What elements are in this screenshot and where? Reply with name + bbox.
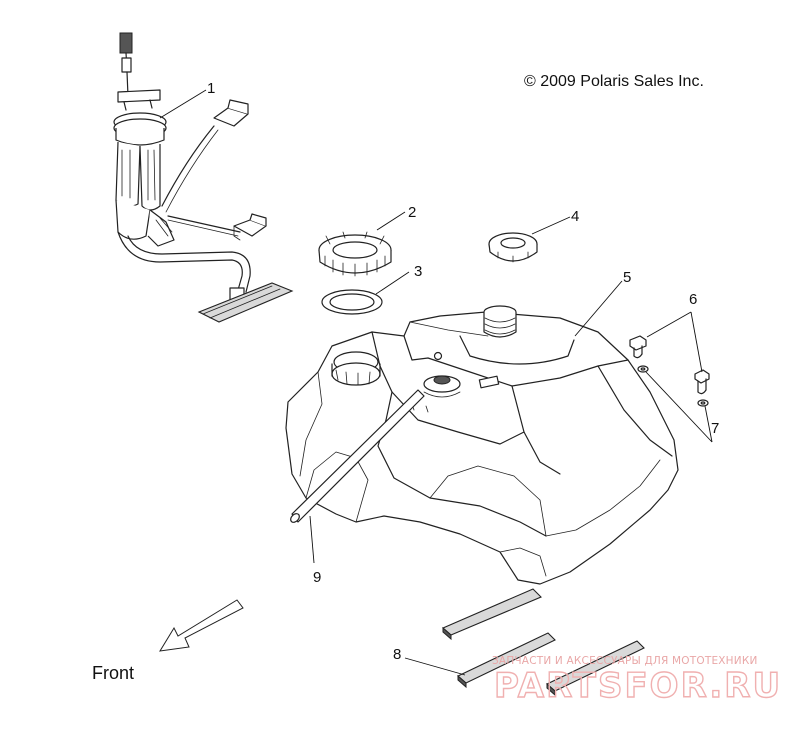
front-label: Front [92, 663, 134, 683]
fuel-pump-assembly [113, 32, 294, 323]
leader-lines [159, 89, 713, 676]
callout-6: 6 [689, 291, 697, 308]
callout-1: 1 [207, 80, 215, 97]
fuel-cap [488, 232, 538, 263]
callout-3: 3 [414, 263, 422, 280]
callout-7: 7 [711, 420, 719, 437]
callout-5: 5 [623, 269, 631, 286]
callout-4: 4 [571, 208, 579, 225]
callout-8: 8 [393, 646, 401, 663]
bolts-and-washers [629, 335, 710, 407]
fuel-tank [285, 305, 679, 585]
front-arrow-icon [159, 599, 244, 652]
seal-ring [321, 289, 383, 315]
vent-hose [290, 389, 425, 523]
copyright-notice: © 2009 Polaris Sales Inc. [524, 73, 704, 90]
callout-9: 9 [313, 569, 321, 586]
watermark-tagline: ЗАПЧАСТИ И АКСЕССУАРЫ ДЛЯ МОТОТЕХНИКИ [492, 655, 758, 667]
adhesive-pads [441, 588, 645, 697]
callout-2: 2 [408, 204, 416, 221]
watermark-brand: PARTSFOR.RU [494, 666, 782, 706]
lock-ring [318, 231, 392, 277]
